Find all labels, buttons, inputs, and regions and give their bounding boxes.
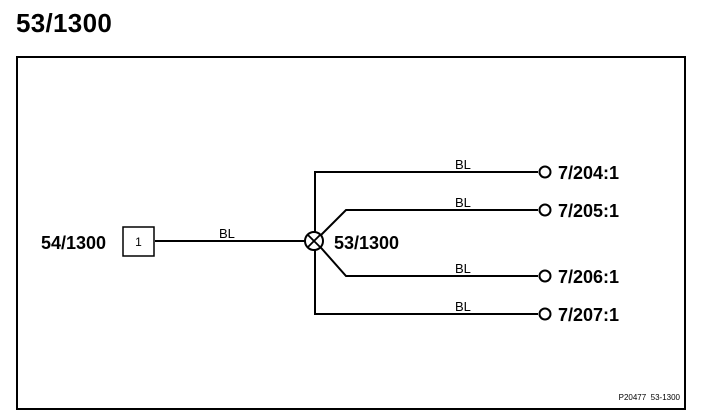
main-wire-color-label: BL <box>219 226 235 241</box>
branch-color-label-1: BL <box>455 157 471 172</box>
terminal-circle-4 <box>538 307 552 321</box>
terminal-label-4: 7/207:1 <box>558 305 619 325</box>
branch-color-label-4: BL <box>455 299 471 314</box>
page-title: 53/1300 <box>16 8 113 38</box>
terminal-circle-2 <box>538 203 552 217</box>
branch-color-label-2: BL <box>455 195 471 210</box>
connector-pin-label: 1 <box>135 235 142 249</box>
terminal-label-3: 7/206:1 <box>558 267 619 287</box>
branch-wire-1 <box>314 171 538 241</box>
terminal-circle-3 <box>538 269 552 283</box>
source-connector-label: 54/1300 <box>41 233 106 253</box>
branch-wire-4 <box>314 241 538 315</box>
branch-color-label-3: BL <box>455 261 471 276</box>
terminal-label-1: 7/204:1 <box>558 163 619 183</box>
splice-symbol <box>304 231 324 251</box>
splice-label: 53/1300 <box>334 233 399 253</box>
connector-pin-box <box>122 226 155 257</box>
branch-wire-3 <box>314 240 538 277</box>
branch-wire-2 <box>314 209 538 242</box>
diagram-frame <box>16 56 686 410</box>
drawing-reference: P20477 53-1300 <box>619 393 681 402</box>
terminal-label-2: 7/205:1 <box>558 201 619 221</box>
terminal-circle-1 <box>538 165 552 179</box>
